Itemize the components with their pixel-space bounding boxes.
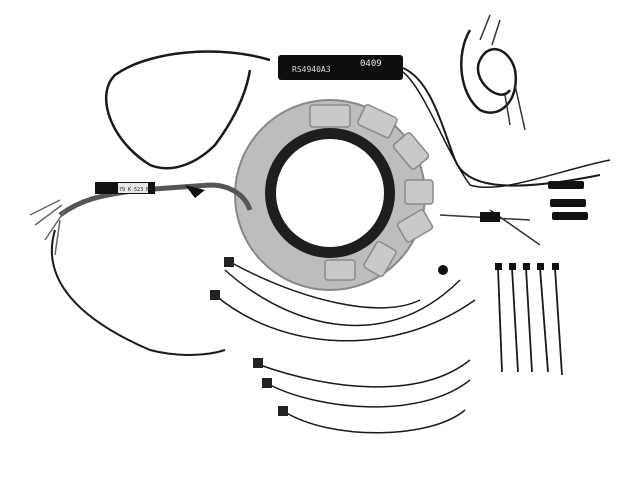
harness-sleeve-label: 79 K 523 BS bbox=[119, 187, 152, 193]
regulator-module: RS4940A3 0409 bbox=[278, 55, 403, 80]
stator bbox=[234, 99, 434, 291]
small-connector bbox=[480, 212, 500, 222]
wire-harness: 79 K 523 BS bbox=[29, 182, 253, 356]
left-loop-wire bbox=[105, 50, 271, 170]
regulator-part-label: RS4940A3 bbox=[292, 65, 331, 74]
zip-ties-short bbox=[497, 267, 563, 376]
connector-sleeves bbox=[548, 181, 588, 220]
grommet bbox=[438, 265, 448, 275]
coiled-wires bbox=[460, 29, 518, 114]
zip-tie-heads bbox=[210, 257, 288, 416]
regulator-wire-1 bbox=[402, 67, 601, 187]
regulator-wire-2 bbox=[402, 71, 611, 189]
zip-ties-long bbox=[214, 261, 476, 434]
coiled-wire-leads bbox=[479, 14, 526, 131]
regulator-code-label: 0409 bbox=[360, 59, 382, 69]
